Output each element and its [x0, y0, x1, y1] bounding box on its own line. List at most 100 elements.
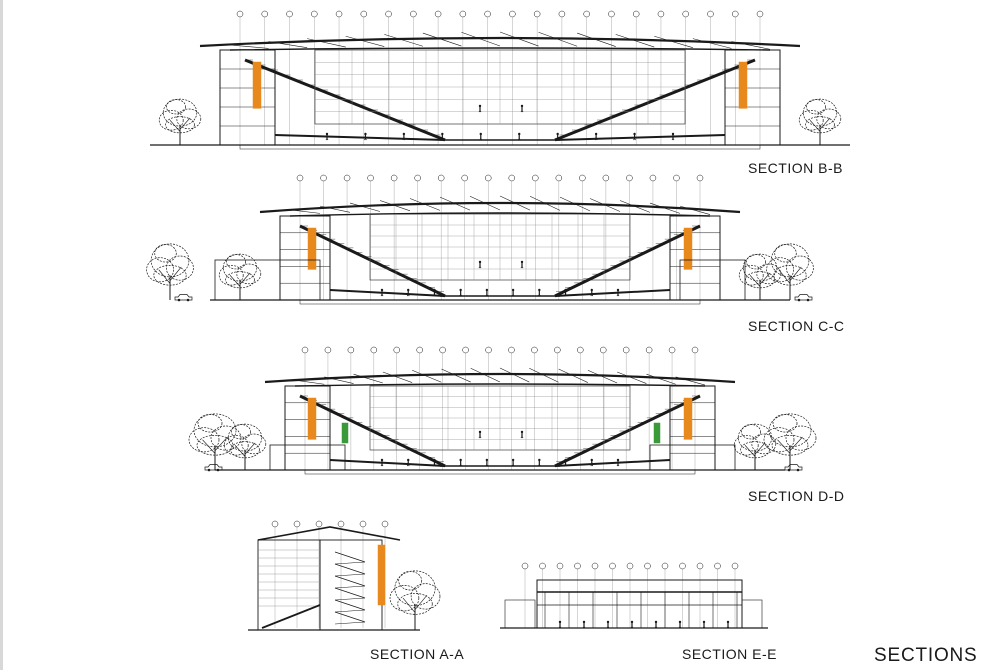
grid-bubble — [661, 562, 669, 570]
grid-bubble — [485, 346, 492, 354]
grid-bubble — [315, 520, 323, 528]
grid-bubble — [324, 346, 332, 354]
tree — [146, 243, 194, 300]
section-dd-label: SECTION D-D — [748, 488, 845, 504]
grid-bubble — [509, 10, 516, 18]
grid-bubble — [381, 520, 389, 528]
roof-truss-diagonal — [379, 200, 411, 212]
grid-bubble — [311, 10, 318, 18]
person-head — [558, 620, 562, 624]
tree-foliage — [805, 116, 835, 134]
person-figure — [671, 132, 675, 141]
car — [204, 464, 223, 472]
grid-bubble — [626, 174, 633, 182]
roof-bottom-chord — [229, 47, 771, 51]
tree-foliage — [802, 98, 838, 127]
tree-foliage — [394, 570, 436, 606]
person-head — [407, 458, 410, 462]
roof-truss-diagonal — [307, 38, 346, 48]
grid-bubble — [459, 10, 467, 18]
right-lower-tier — [554, 459, 671, 467]
tree-foliage — [223, 435, 249, 456]
car-wheel — [216, 468, 220, 472]
person-leg — [595, 138, 598, 141]
person-figure — [538, 458, 541, 467]
person-head — [485, 458, 489, 462]
person-leg — [672, 138, 675, 141]
aa-stair-flight — [334, 575, 366, 587]
aa-stair-flight — [334, 599, 366, 611]
grid-bubble — [508, 346, 515, 354]
grid-bubble — [645, 346, 653, 354]
tree-foliage — [785, 425, 817, 451]
aa-stair-flight — [334, 611, 366, 623]
grid-bubble — [414, 174, 421, 182]
person-leg — [518, 138, 521, 141]
car-wheel — [186, 298, 190, 302]
foundation — [239, 144, 761, 150]
tree-foliage — [742, 253, 778, 282]
person-figure — [511, 288, 515, 297]
roof-bottom-chord — [294, 383, 706, 387]
ee-left-bay — [504, 599, 536, 629]
tree-foliage — [226, 254, 246, 270]
left-building-shell — [219, 49, 276, 146]
person-leg — [403, 138, 406, 141]
roof-truss-diagonal — [353, 373, 383, 384]
car — [794, 294, 813, 302]
person-head — [511, 288, 515, 292]
tree-foliage — [766, 257, 794, 283]
person-leg — [480, 138, 483, 141]
person-figure — [556, 132, 559, 141]
roof-truss-diagonal — [268, 41, 308, 48]
grid-bubble — [696, 174, 704, 182]
grid-bubble — [484, 174, 492, 182]
grid-bubble — [347, 346, 355, 354]
person-head — [478, 430, 482, 434]
person-figure — [441, 132, 444, 141]
grid-bubble — [390, 174, 398, 182]
roof-truss-diagonal — [619, 200, 651, 213]
person-head — [630, 620, 634, 624]
roof-truss-diagonal — [499, 31, 539, 47]
person-leg — [539, 464, 541, 467]
roof-truss-diagonal — [587, 369, 618, 384]
person-leg — [434, 464, 436, 467]
grid-bubble — [731, 562, 739, 570]
person-head — [479, 132, 482, 136]
person-leg — [479, 266, 482, 269]
tree-foliage — [745, 271, 775, 289]
right-annex-building — [679, 259, 746, 301]
person-leg — [479, 436, 482, 439]
person-figure — [654, 620, 658, 629]
tree-foliage — [188, 427, 220, 453]
tree-branch — [754, 442, 766, 455]
person-figure — [485, 458, 489, 467]
person-figure — [402, 132, 406, 141]
left-low-block — [269, 444, 346, 471]
grid-bubble — [286, 10, 293, 18]
section-dd-drawing — [188, 346, 817, 475]
tree-foliage — [162, 98, 198, 127]
tree-foliage — [166, 99, 186, 115]
person-figure — [678, 620, 682, 629]
tree-branch — [402, 597, 416, 613]
person-figure — [582, 620, 586, 629]
roof-top-chord — [199, 36, 801, 48]
person-head — [616, 458, 620, 462]
aa-stair-landing — [334, 597, 366, 601]
aa-core-block — [319, 539, 383, 631]
right-building-shell — [724, 49, 781, 146]
grid-bubble — [335, 10, 343, 18]
grid-bubble — [533, 10, 541, 18]
person-leg — [634, 138, 636, 141]
person-head — [511, 458, 515, 462]
person-leg — [565, 294, 567, 297]
section-ee-drawing — [500, 562, 768, 629]
grid-bubble — [271, 520, 279, 528]
person-head — [606, 620, 610, 624]
tree-branch — [759, 272, 771, 285]
tree-foliage — [746, 254, 766, 270]
grid-bubble — [439, 346, 446, 354]
car-wheel — [806, 298, 810, 302]
